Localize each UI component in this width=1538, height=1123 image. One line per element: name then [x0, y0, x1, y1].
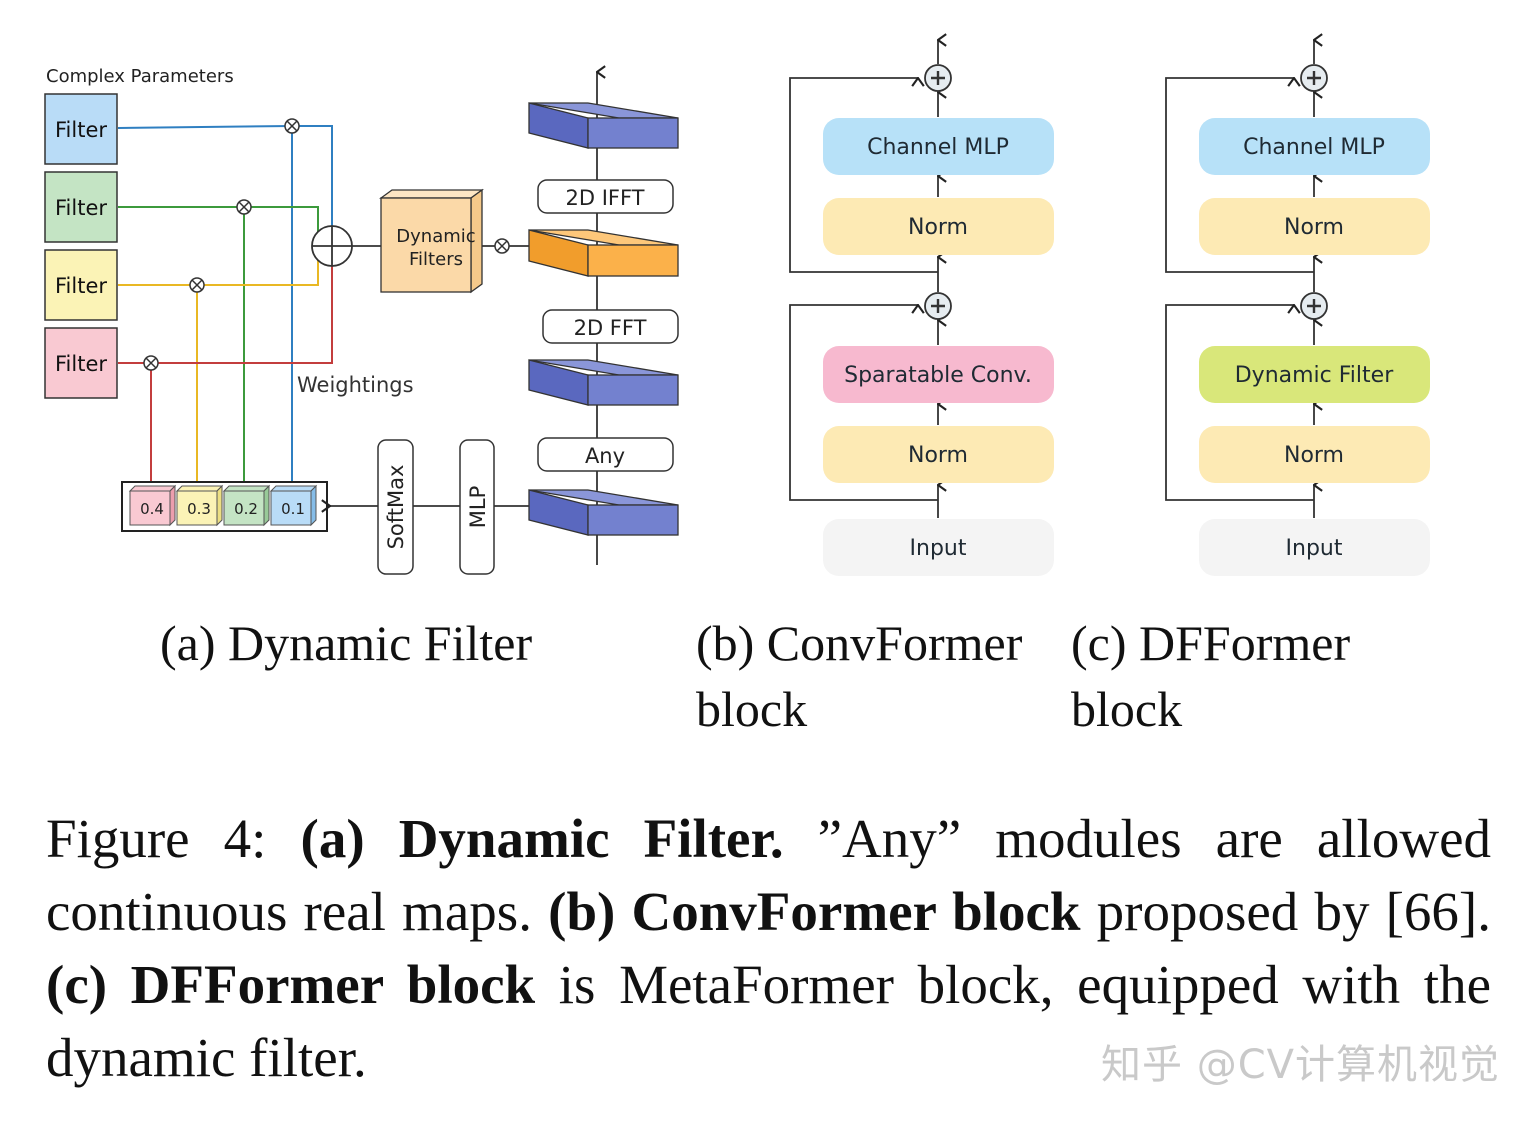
- tensor-filtered: [528, 229, 679, 277]
- dynamic-filters-label: Filters: [409, 249, 463, 270]
- any-block: Any: [537, 437, 674, 472]
- filter-label: Filter: [55, 352, 107, 376]
- weight-cell: 0.3: [175, 484, 224, 527]
- token-mixer-label: Dynamic Filter: [1235, 363, 1394, 388]
- input-block: [823, 519, 1054, 576]
- figure-diagram: Complex Parameters Filter: [44, 0, 1430, 576]
- subcaption-c-line1: (c) DFFormer: [1071, 615, 1351, 671]
- add-icon: [924, 292, 952, 320]
- fft-block: 2D FFT: [542, 309, 679, 344]
- ifft-label: 2D IFFT: [565, 186, 644, 210]
- subcaption-a: (a) Dynamic Filter: [160, 615, 533, 671]
- filter-box-green: [44, 171, 118, 243]
- add-icon: [924, 64, 952, 92]
- norm-block: [1199, 198, 1430, 255]
- norm-label: Norm: [1284, 215, 1344, 240]
- caption-text-b: proposed by [66].: [1080, 881, 1491, 942]
- mlp-label: MLP: [466, 486, 490, 528]
- input-label: Input: [1286, 536, 1343, 561]
- weights-vector: 0.4 0.3 0.2 0.1: [121, 481, 328, 532]
- tensor-spectrum: [528, 359, 679, 406]
- channel-mlp-label: Channel MLP: [1243, 135, 1385, 160]
- multiply-icon: [189, 277, 205, 293]
- multiply-icon: [143, 355, 159, 371]
- complex-parameters-label: Complex Parameters: [46, 66, 234, 87]
- panel-c-dfformer: Channel MLP Norm Dynamic Filter Norm Inp…: [1165, 40, 1430, 576]
- channel-mlp-block: [823, 118, 1054, 175]
- multiply-icon: [494, 238, 510, 254]
- channel-mlp-block: [1199, 118, 1430, 175]
- norm-label: Norm: [908, 215, 968, 240]
- softmax-block: SoftMax: [377, 439, 414, 575]
- panel-a-dynamic-filter: Complex Parameters Filter: [44, 66, 679, 575]
- caption-prefix: Figure 4:: [46, 808, 301, 869]
- add-icon: [1300, 64, 1328, 92]
- caption-text-c: is MetaFormer block, equipped with the d…: [46, 954, 1492, 1088]
- mlp-block: MLP: [459, 439, 495, 575]
- panel-b-convformer: Channel MLP Norm Sparatable Conv. Norm I…: [789, 40, 1054, 576]
- softmax-label: SoftMax: [384, 465, 408, 550]
- fft-label: 2D FFT: [574, 316, 647, 340]
- green-filter-wire: [118, 206, 319, 240]
- weight-cell: 0.1: [269, 484, 318, 527]
- norm-block: [823, 198, 1054, 255]
- caption-bold-b: (b) ConvFormer block: [548, 881, 1081, 942]
- caption-text-a: ”Any” modules are allowed continuous rea…: [46, 808, 1491, 942]
- watermark: 知乎 @CV计算机视觉: [1100, 1042, 1500, 1088]
- filter-bank: Filter Filter Filter Filter: [44, 93, 118, 399]
- input-label: Input: [910, 536, 967, 561]
- tensor-output: [528, 102, 679, 149]
- svg-text:0.3: 0.3: [187, 500, 211, 518]
- input-block: [1199, 519, 1430, 576]
- yellow-filter-wire: [118, 252, 319, 286]
- token-mixer-block: [1199, 346, 1430, 403]
- add-icon: [1300, 292, 1328, 320]
- multiply-icon: [236, 199, 252, 215]
- any-label: Any: [585, 444, 625, 468]
- multiply-nodes: [143, 118, 300, 371]
- filter-box-yellow: [44, 249, 118, 321]
- token-mixer-block: [823, 346, 1054, 403]
- subcaption-b-line2: block: [696, 681, 808, 737]
- filter-box-red: [44, 327, 118, 399]
- ifft-block: 2D IFFT: [537, 179, 674, 214]
- norm-label: Norm: [908, 443, 968, 468]
- norm-block: [823, 426, 1054, 483]
- svg-text:0.4: 0.4: [140, 500, 164, 518]
- figure-caption: Figure 4: (a) Dynamic Filter. ”Any” modu…: [46, 802, 1491, 1094]
- subcaption-b-line1: (b) ConvFormer: [696, 615, 1023, 671]
- caption-bold-c: (c) DFFormer block: [46, 954, 536, 1015]
- multiply-icon: [284, 118, 300, 134]
- blue-filter-wire: [117, 125, 333, 240]
- svg-text:0.1: 0.1: [281, 500, 305, 518]
- weight-cell: 0.2: [222, 484, 271, 527]
- sum-node-icon: [311, 225, 353, 267]
- token-mixer-label: Sparatable Conv.: [844, 363, 1032, 388]
- weightings-label: Weightings: [297, 373, 414, 397]
- red-filter-wire: [118, 266, 333, 364]
- filter-box-blue: [44, 93, 118, 165]
- svg-text:0.2: 0.2: [234, 500, 258, 518]
- filter-label: Filter: [55, 118, 107, 142]
- channel-mlp-label: Channel MLP: [867, 135, 1009, 160]
- norm-label: Norm: [1284, 443, 1344, 468]
- dynamic-filters-block: Dynamic Filters: [379, 188, 484, 294]
- caption-bold-a: (a) Dynamic Filter.: [300, 808, 784, 869]
- subcaption-c-line2: block: [1071, 681, 1183, 737]
- filter-weight-wires: [117, 125, 333, 487]
- norm-block: [1199, 426, 1430, 483]
- weight-cell: 0.4: [128, 484, 177, 527]
- filter-label: Filter: [55, 196, 107, 220]
- filter-label: Filter: [55, 274, 107, 298]
- tensor-input: [528, 489, 679, 536]
- dynamic-filters-label: Dynamic: [396, 226, 475, 247]
